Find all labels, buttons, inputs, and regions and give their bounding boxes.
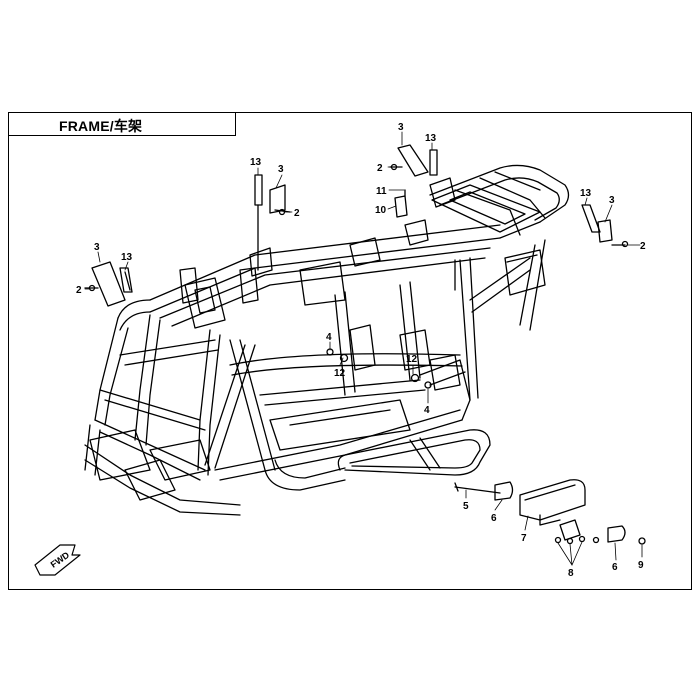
callout-8: 8 — [568, 568, 574, 579]
callout-4: 4 — [424, 405, 430, 416]
callout-7: 7 — [521, 533, 527, 544]
frame-drawing — [34, 131, 646, 576]
callout-10: 10 — [375, 205, 387, 216]
diagram-border — [8, 112, 692, 590]
callout-2: 2 — [640, 241, 646, 252]
callout-2: 2 — [76, 285, 82, 296]
callout-3: 3 — [609, 195, 615, 206]
callout-13: 13 — [425, 133, 437, 144]
callout-11: 11 — [376, 186, 387, 197]
callout-5: 5 — [463, 501, 469, 512]
callout-9: 9 — [638, 560, 644, 571]
callout-13: 13 — [250, 157, 262, 168]
callout-4: 4 — [326, 332, 332, 343]
fwd-label: FWD — [49, 550, 72, 570]
callout-13: 13 — [121, 252, 133, 263]
callout-3: 3 — [278, 164, 284, 175]
callout-2: 2 — [377, 163, 383, 174]
callout-13: 13 — [580, 188, 592, 199]
callout-12: 12 — [334, 368, 346, 379]
title-box: FRAME/车架 — [8, 112, 236, 136]
callout-12: 12 — [406, 354, 418, 365]
callout-6: 6 — [612, 562, 618, 573]
diagram-title: FRAME/车架 — [59, 118, 143, 134]
callout-3: 3 — [398, 122, 404, 133]
callout-2: 2 — [294, 208, 300, 219]
callout-6: 6 — [491, 513, 497, 524]
callout-labels: 3 13 2 13 3 2 3 13 2 11 10 13 3 2 4 12 1… — [76, 122, 646, 579]
callout-3: 3 — [94, 242, 100, 253]
